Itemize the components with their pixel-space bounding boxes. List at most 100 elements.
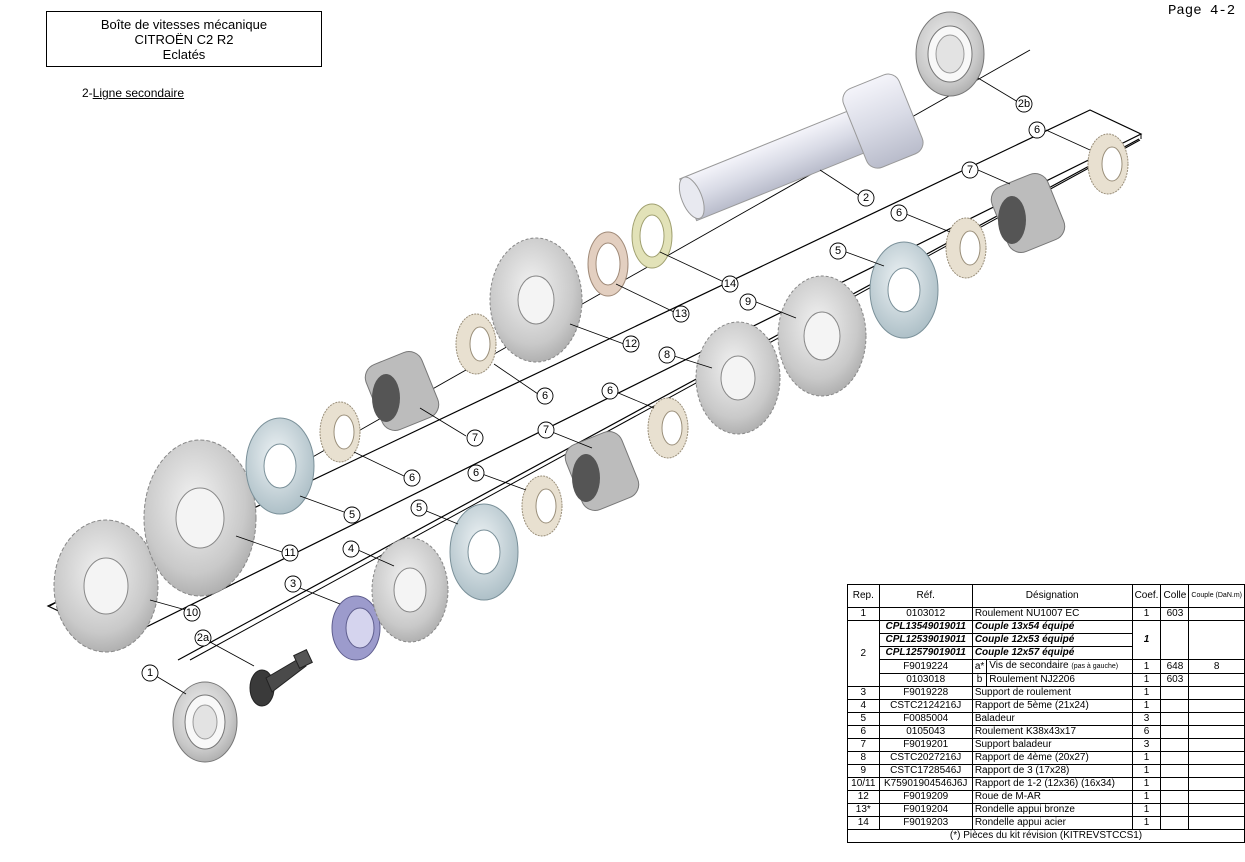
callouts xyxy=(141,95,1046,682)
callout-labels: 2b 6 2 7 14 6 13 5 12 9 6 8 7 6 6 7 6 5 … xyxy=(147,98,1040,679)
bearing-support-3 xyxy=(331,595,381,661)
cell-colle xyxy=(1160,620,1190,660)
header-rep: Rep. xyxy=(847,584,880,608)
header-couple: Couple (DaN.m) xyxy=(1188,584,1245,608)
callout-14 xyxy=(721,275,739,293)
callout-6-mid xyxy=(601,382,619,400)
secondary-shaft xyxy=(678,73,924,222)
callout-label: 5 xyxy=(835,245,841,257)
needle-bearing-6-c xyxy=(521,475,563,537)
cell-coef: 1 xyxy=(1131,620,1162,660)
cell-coef: 1 xyxy=(1131,764,1162,778)
cell-designation: Vis de secondaire (pas à gauche) xyxy=(986,659,1133,674)
cell-colle xyxy=(1160,699,1190,713)
cell-designation: Rapport de 4ème (20x27) xyxy=(971,751,1133,765)
title-box: Boîte de vitesses mécanique CITROËN C2 R… xyxy=(46,11,322,67)
cell-ref: F9019201 xyxy=(878,738,973,752)
callout-label: 6 xyxy=(542,390,548,402)
callout-3 xyxy=(284,575,302,593)
cell-couple xyxy=(1188,803,1245,817)
page-number: Page 4-2 xyxy=(1168,3,1236,19)
cell-letter: b xyxy=(971,673,988,687)
cell-couple xyxy=(1188,816,1245,830)
cell-designation: Rondelle appui bronze xyxy=(971,803,1133,817)
cell-designation: Baladeur xyxy=(971,712,1133,726)
callout-label: 6 xyxy=(607,385,613,397)
parts-table: Rep. Réf. Désignation Coef. Colle Couple… xyxy=(847,584,1245,843)
callout-label: 11 xyxy=(284,547,295,559)
header-coef: Coef. xyxy=(1131,584,1162,608)
callout-1 xyxy=(141,664,159,682)
callout-7-lower xyxy=(537,421,555,439)
cell-rep: 10/11 xyxy=(847,777,880,791)
callout-2a xyxy=(194,629,212,647)
callout-label: 4 xyxy=(348,543,354,555)
cell-ref: CSTC2027216J xyxy=(878,751,973,765)
cell-couple xyxy=(1188,764,1245,778)
cell-designation: Rapport de 1-2 (12x36) (16x34) xyxy=(971,777,1133,791)
header-colle: Colle xyxy=(1160,584,1190,608)
callout-label: 13 xyxy=(675,308,687,320)
callout-label: 14 xyxy=(724,278,736,290)
steel-washer-14 xyxy=(631,203,673,269)
cell-colle xyxy=(1160,816,1190,830)
callout-6-mid-top xyxy=(890,204,908,222)
sliding-sleeve-5-a xyxy=(245,417,315,515)
cell-rep: 9 xyxy=(847,764,880,778)
cell-colle xyxy=(1160,751,1190,765)
cell-ref: 0103018 xyxy=(878,673,973,687)
callout-5-upper xyxy=(343,506,361,524)
callout-5-lower xyxy=(410,499,428,517)
callout-9 xyxy=(739,293,757,311)
bearing-1 xyxy=(172,681,238,763)
cell-couple xyxy=(1188,725,1245,739)
cell-designation: Rapport de 5ème (21x24) xyxy=(971,699,1133,713)
cell-ref: F9019209 xyxy=(878,790,973,804)
cell-designation: Couple 13x54 équipé xyxy=(971,620,1133,634)
designation-note: (pas à gauche) xyxy=(1071,663,1119,670)
callout-5-mid xyxy=(829,242,847,260)
cell-designation: Couple 12x57 équipé xyxy=(971,646,1133,660)
table-row: 1 0103012 Roulement NU1007 EC 1 603 xyxy=(847,607,1245,621)
callout-label: 5 xyxy=(349,509,355,521)
needle-bearing-6-e xyxy=(945,217,987,279)
cell-coef: 1 xyxy=(1131,699,1162,713)
leader-lines xyxy=(149,77,1091,695)
callout-label: 6 xyxy=(1034,124,1040,136)
callout-13 xyxy=(672,305,690,323)
title-line-3: Eclatés xyxy=(162,46,206,62)
cell-ref: F9019228 xyxy=(878,686,973,700)
cell-ref: CSTC1728546J xyxy=(878,764,973,778)
callout-8 xyxy=(658,346,676,364)
callout-6-low xyxy=(467,464,485,482)
cell-designation: Support de roulement xyxy=(971,686,1133,700)
cell-coef: 1 xyxy=(1131,751,1162,765)
callout-label: 1 xyxy=(147,667,153,679)
callout-7-top xyxy=(961,161,979,179)
cell-coef: 1 xyxy=(1131,607,1162,621)
sliding-sleeve-5-b xyxy=(449,503,519,601)
cell-coef: 1 xyxy=(1131,686,1162,700)
cell-colle xyxy=(1160,803,1190,817)
cell-ref: F9019203 xyxy=(878,816,973,830)
cell-coef: 1 xyxy=(1131,816,1162,830)
gear-9 xyxy=(777,275,867,397)
callout-2b xyxy=(1015,95,1033,113)
cell-couple xyxy=(1188,751,1245,765)
cell-designation: Rapport de 3 (17x28) xyxy=(971,764,1133,778)
hub-7-a xyxy=(364,351,440,431)
title-line-1: Boîte de vitesses mécanique xyxy=(100,16,268,32)
cell-couple xyxy=(1188,620,1245,660)
cell-ref: CPL13549019011 xyxy=(878,620,973,634)
cell-couple xyxy=(1188,712,1245,726)
cell-coef: 3 xyxy=(1131,712,1162,726)
cell-designation: Support baladeur xyxy=(971,738,1133,752)
cell-colle xyxy=(1160,686,1190,700)
callout-label: 2b xyxy=(1018,98,1030,110)
